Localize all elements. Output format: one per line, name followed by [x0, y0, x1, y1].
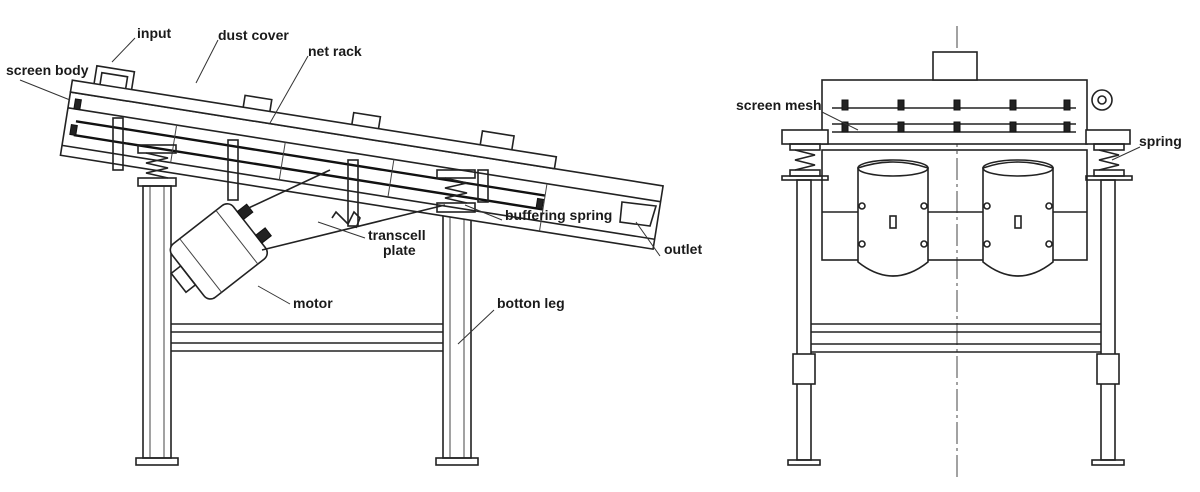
spring-left	[137, 144, 177, 187]
left-leg	[135, 185, 179, 466]
label-screen-mesh: screen mesh	[736, 97, 822, 113]
front-motor-left	[857, 159, 929, 277]
side-view: input dust cover net rack screen body bu…	[6, 25, 702, 466]
front-spring-left	[781, 143, 829, 181]
label-transcell: transcell	[368, 227, 426, 243]
motor-unit	[169, 203, 272, 300]
label-screen-body: screen body	[6, 62, 89, 78]
front-spring-right	[1085, 143, 1133, 181]
leg-cross-beams	[171, 323, 443, 352]
label-input: input	[137, 25, 172, 41]
front-motor-right	[982, 159, 1054, 277]
label-botton-leg: botton leg	[497, 295, 565, 311]
mesh-bolts	[841, 99, 1071, 133]
label-motor: motor	[293, 295, 333, 311]
support-posts	[112, 117, 489, 227]
label-spring: spring	[1139, 133, 1182, 149]
label-plate: plate	[383, 242, 416, 258]
leaders-side	[19, 37, 661, 345]
right-leg	[435, 211, 479, 466]
front-legs	[787, 179, 1125, 466]
outlet-side	[619, 201, 658, 227]
label-buffering-spring: buffering spring	[505, 207, 612, 223]
label-net-rack: net rack	[308, 43, 362, 59]
label-outlet: outlet	[664, 241, 702, 257]
front-view: screen mesh spring	[736, 26, 1182, 480]
label-dust-cover: dust cover	[218, 27, 289, 43]
transcell-plate	[239, 169, 446, 251]
